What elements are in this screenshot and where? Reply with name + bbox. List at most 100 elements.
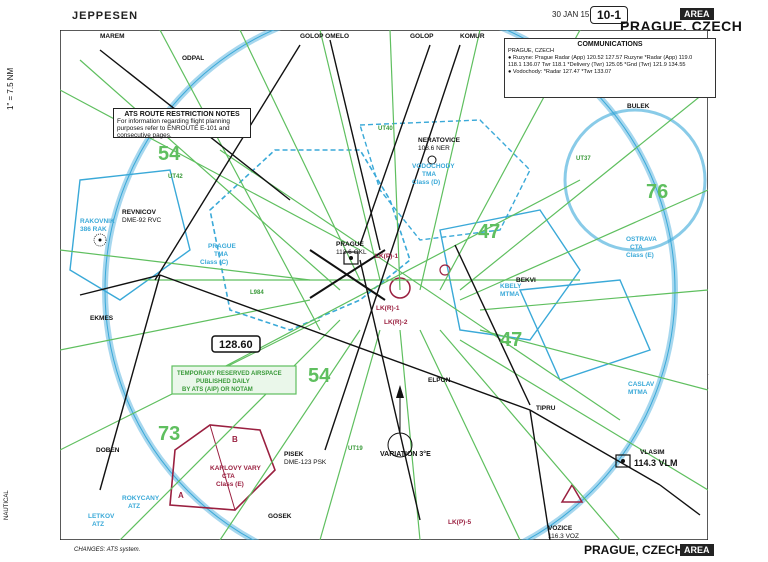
jeppesen-logo: JEPPESEN [72,10,139,22]
chart-type-label: AREA [680,8,714,20]
prague-tma-label2: TMA [214,251,228,258]
airway-network [60,30,708,540]
ostrava-cta-label: OSTRAVA [626,236,657,243]
mora-54-west: 54 [158,143,181,165]
compass-rose-icon [387,385,413,458]
fix-komur[interactable]: KOMUR [460,33,485,40]
vodochody-tma-label2: TMA [422,171,436,178]
communications-line-3: ● Vodochody: *Radar 127.47 *Twr 133.07 [508,69,612,75]
prague-frequency-value: 128.60 [219,339,253,351]
navaid-prague-freq: 112.6 OKL [336,249,367,256]
caslav-mtma-label: CASLAV [628,381,655,388]
scale-label: 1" = 7.5 NM [6,67,15,110]
karlovy-vary-cta-class: Class (E) [216,481,244,488]
prague-tma-label: PRAGUE [208,243,236,250]
restricted-area-circle-small [439,264,451,276]
prague-tma-class: Class (C) [200,259,228,266]
footer-chart-type: AREA [680,544,714,556]
fix-bulek[interactable]: BULEK [627,103,650,110]
fix-golop[interactable]: GOLOP [410,33,434,40]
fix-ekmes[interactable]: EKMES [90,315,114,322]
west-sector-boundary [69,169,191,301]
vodochody-tma-boundary [359,119,531,241]
magnetic-variation-label: VARIATION 3°E [380,450,431,458]
temporary-airspace-note: TEMPORARY RESERVED AIRSPACE PUBLISHED DA… [171,365,297,395]
karlovy-vary-cta-label: KARLOVY VARY [210,465,261,472]
prague-frequency-box: 128.60 [211,335,261,353]
route-l984: L984 [250,290,264,296]
karlovy-area-a: A [178,491,184,500]
route-ut40: UT40 [378,126,393,132]
karlovy-area-b: B [232,435,238,444]
runway-symbol [309,249,386,301]
prague-tma-boundary [209,149,411,331]
vodochody-tma-label: VODOCHODY [412,163,455,170]
navaid-pisek-freq: DME-123 PSK [284,459,327,466]
kbely-mtma-label: KBELY [500,283,522,290]
fix-marem[interactable]: MAREM [100,33,125,40]
route-ut37: UT37 [576,156,591,162]
navaid-vlasim-freq: 114.3 VLM [634,458,678,468]
communications-line-1: ● Ruzyne: Prague Radar (App) 120.52 127.… [508,55,693,61]
caslav-mtma-label2: MTMA [628,389,648,396]
navaid-pisek-label: PISEK [284,451,304,458]
fix-odpal[interactable]: ODPAL [182,55,204,62]
fix-revnicov[interactable]: REVNICOV [122,209,157,216]
notes-line-2: purposes refer to ENROUTE E-101 and [117,125,230,132]
navaid-prague-label: PRAGUE [336,241,364,248]
letkov-atz-label: LETKOV [88,513,115,520]
restricted-area-triangle [560,483,584,503]
nautical-label: NAUTICAL [4,490,10,520]
route-ut42: UT42 [168,174,183,180]
mora-47-south: 47 [500,329,522,351]
mora-47-north: 47 [478,221,500,243]
communications-title: COMMUNICATIONS [577,41,643,48]
rakovnik-ndb-symbol [93,233,107,247]
chart-changes-note: CHANGES: ATS system. [74,547,141,553]
vodochody-tma-class: Class (D) [412,179,440,186]
navaid-neratovice-freq: 108.6 NER [418,145,450,152]
fix-doben[interactable]: DOBEN [96,447,120,454]
mora-76: 76 [646,181,668,203]
notes-title: ATS ROUTE RESTRICTION NOTES [124,111,240,118]
restricted-lkr1: LK(R)-1 [376,305,400,312]
karlovy-vary-cta-label2: CTA [222,473,235,480]
mora-54-south: 54 [308,365,331,387]
letkov-atz-label2: ATZ [92,521,104,528]
navaid-revnicov-dme: DME-92 RVC [122,217,162,224]
ostrava-cta-circle [563,108,707,252]
navaid-neratovice-label: NERATOVICE [418,137,461,144]
temp-airspace-line1: TEMPORARY RESERVED AIRSPACE [177,371,282,377]
communications-panel: COMMUNICATIONS PRAGUE, CZECH ● Ruzyne: P… [504,38,716,98]
restricted-lkp1: LK(P)-1 [375,253,398,260]
neratovice-vor-symbol [427,155,437,165]
notes-line-1: For information regarding flight plannin… [117,118,230,125]
navaid-vlasim-label: VLASIM [640,449,665,456]
navaid-vozice-freq: 116.3 VOZ [548,533,579,540]
fix-gosek[interactable]: GOSEK [268,513,292,520]
kbely-mtma-label2: MTMA [500,291,520,298]
communications-line-2: 118.1 136.07 Twr 118.1 *Delivery (Twr) 1… [508,62,686,68]
vlasim-vor-symbol [615,454,631,468]
tma-outer-boundary-line [104,30,676,540]
rokycany-atz-label2: ATZ [128,503,140,510]
navaid-rakovnik-freq: 386 RAK [80,226,107,233]
fix-golop-omelo[interactable]: GOLOP OMELO [300,33,349,40]
area-chart-map[interactable]: 54 54 47 47 76 73 MAREM GOLOP OMELO GOLO… [60,30,708,540]
notes-line-3: consecutive pages. [117,132,172,139]
communications-subtitle: PRAGUE, CZECH [508,48,554,54]
fix-bekvi[interactable]: BEKVI [516,277,536,284]
route-ut19: UT19 [348,446,363,452]
prague-vor-symbol [343,251,359,265]
navaid-vozice-label: VOZICE [548,525,573,532]
temp-airspace-line2: PUBLISHED DAILY [196,379,250,385]
ostrava-cta-label2: CTA [630,244,643,251]
chart-date: 30 JAN 15 [552,10,590,19]
mora-73: 73 [158,423,180,445]
caslav-mtma-boundary [518,279,651,381]
fix-elpon[interactable]: ELPON [428,377,451,384]
karlovy-divider [209,424,236,511]
navaid-rakovnik-label: RAKOVNIK [80,218,115,225]
ats-route-restriction-notes: ATS ROUTE RESTRICTION NOTES For informat… [113,108,251,139]
fix-tipru[interactable]: TIPRU [536,405,556,412]
